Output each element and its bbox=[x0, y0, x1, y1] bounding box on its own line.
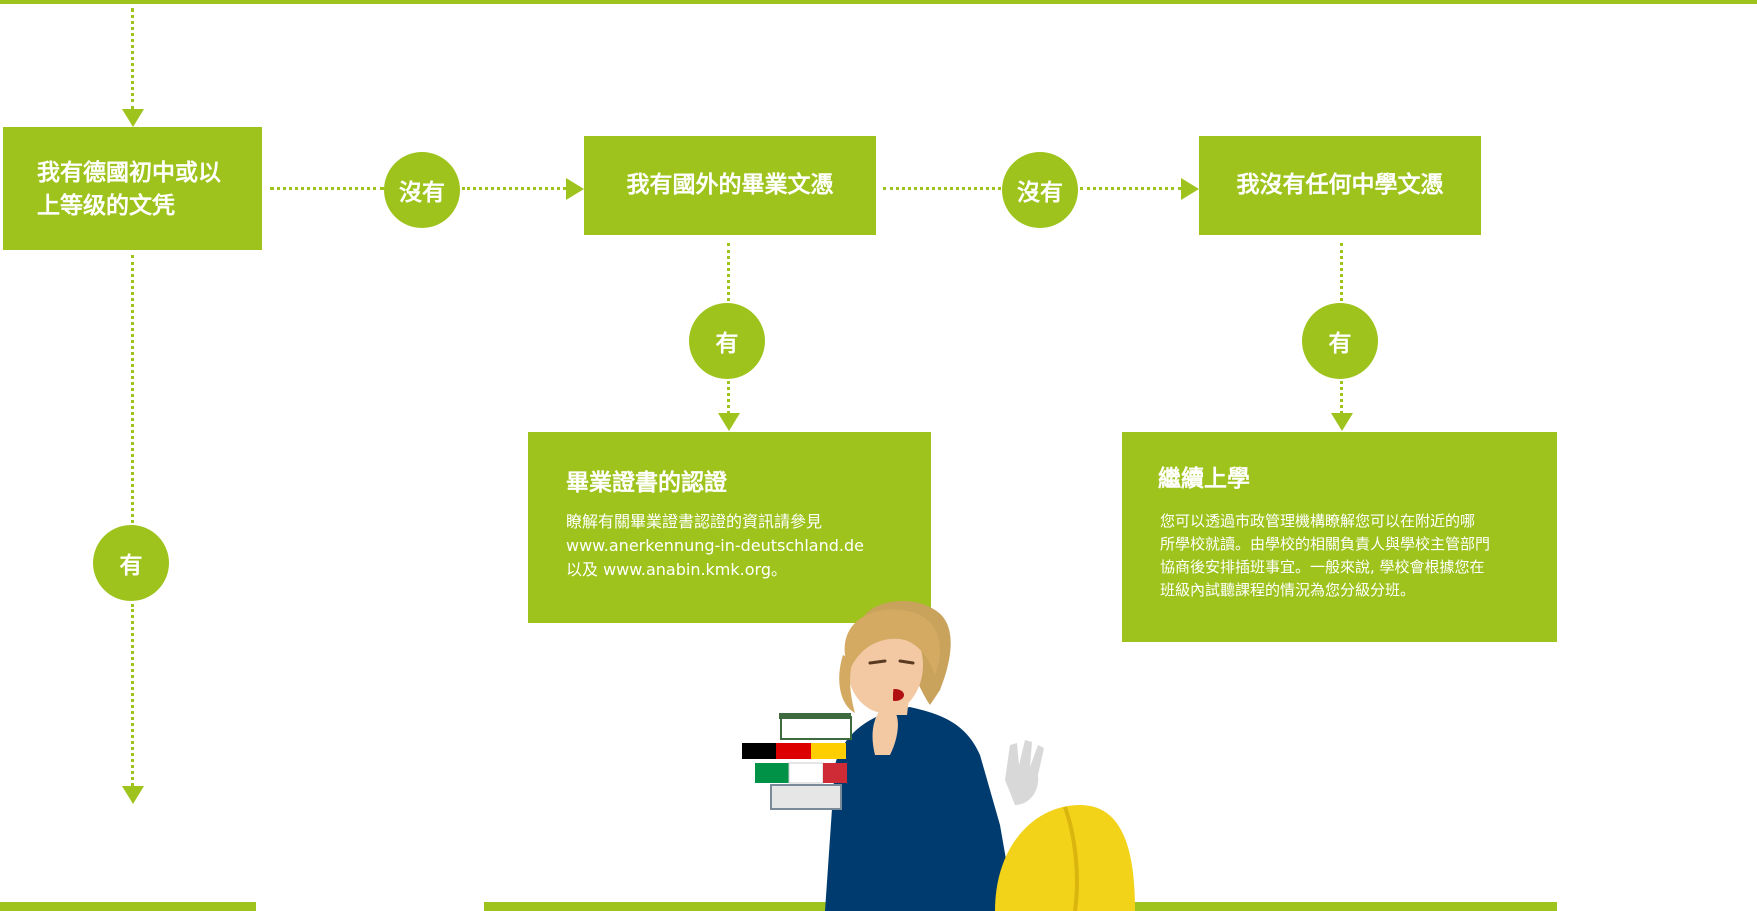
connector-v-left-2 bbox=[131, 604, 134, 786]
arrow-down-icon bbox=[1331, 413, 1353, 431]
connector-v-right-1 bbox=[1340, 243, 1343, 301]
arrow-down-icon bbox=[718, 413, 740, 431]
connector-h1 bbox=[270, 187, 384, 190]
box-foreign-certificate: 我有國外的畢業文憑 bbox=[584, 136, 876, 235]
arrow-right-icon bbox=[566, 178, 584, 200]
decision-yes-right-label: 有 bbox=[1328, 331, 1352, 357]
box-foreign-certificate-label: 我有國外的畢業文憑 bbox=[626, 172, 834, 198]
connector-v-mid-2 bbox=[727, 381, 730, 414]
connector-v-mid-1 bbox=[727, 243, 730, 301]
arrow-right-icon bbox=[1181, 178, 1199, 200]
info-box-recognition: 畢業證書的認證 瞭解有關畢業證書認證的資訊請參見 www.anerkennung… bbox=[528, 432, 931, 623]
decision-yes-left-label: 有 bbox=[119, 553, 143, 579]
continue-school-line-1: 您可以透過市政管理機構瞭解您可以在附近的哪 bbox=[1160, 512, 1476, 530]
continue-school-line-2: 所學校就讀。由學校的相關負責人與學校主管部門 bbox=[1160, 535, 1491, 553]
connector-v-left-1 bbox=[131, 255, 134, 523]
top-bar bbox=[0, 0, 1757, 4]
recognition-title: 畢業證書的認證 bbox=[566, 470, 727, 496]
decision-no-1: 沒有 bbox=[384, 152, 460, 228]
box-no-certificate-label: 我沒有任何中學文憑 bbox=[1236, 172, 1444, 198]
connector-v-right-2 bbox=[1340, 381, 1343, 414]
decision-yes-mid: 有 bbox=[689, 303, 765, 379]
box-no-certificate: 我沒有任何中學文憑 bbox=[1199, 136, 1481, 235]
connector-h3 bbox=[883, 187, 1001, 190]
continue-school-title: 繼續上學 bbox=[1158, 466, 1250, 492]
bottom-bar-left bbox=[0, 902, 256, 911]
decision-yes-left: 有 bbox=[93, 525, 169, 601]
arrow-down-icon bbox=[122, 786, 144, 804]
decision-no-2-label: 沒有 bbox=[1017, 180, 1063, 206]
continue-school-line-4: 班級內試聽課程的情況為您分級分班。 bbox=[1160, 581, 1416, 599]
continue-school-line-3: 協商後安排插班事宜。一般來說, 學校會根據您在 bbox=[1160, 558, 1485, 576]
decision-yes-mid-label: 有 bbox=[715, 331, 739, 357]
box-german-certificate-label: 我有德國初中或以上等级的文凭 bbox=[37, 160, 221, 219]
decision-no-1-label: 沒有 bbox=[399, 180, 445, 206]
recognition-link-2: 以及 www.anabin.kmk.org。 bbox=[566, 560, 787, 579]
recognition-line-1: 瞭解有關畢業證書認證的資訊請參見 bbox=[566, 512, 823, 531]
decision-no-2: 沒有 bbox=[1002, 152, 1078, 228]
illustration-teacher-icon bbox=[742, 601, 1135, 911]
arrow-down-icon bbox=[122, 109, 144, 127]
connector-top bbox=[131, 8, 134, 110]
info-box-continue-school: 繼續上學 您可以透過市政管理機構瞭解您可以在附近的哪 所學校就讀。由學校的相關負… bbox=[1122, 432, 1557, 642]
decision-yes-right: 有 bbox=[1302, 303, 1378, 379]
box-german-certificate: 我有德國初中或以上等级的文凭 bbox=[3, 127, 262, 250]
recognition-link-1: www.anerkennung-in-deutschland.de bbox=[566, 536, 864, 555]
connector-h2 bbox=[462, 187, 566, 190]
connector-h4 bbox=[1080, 187, 1181, 190]
